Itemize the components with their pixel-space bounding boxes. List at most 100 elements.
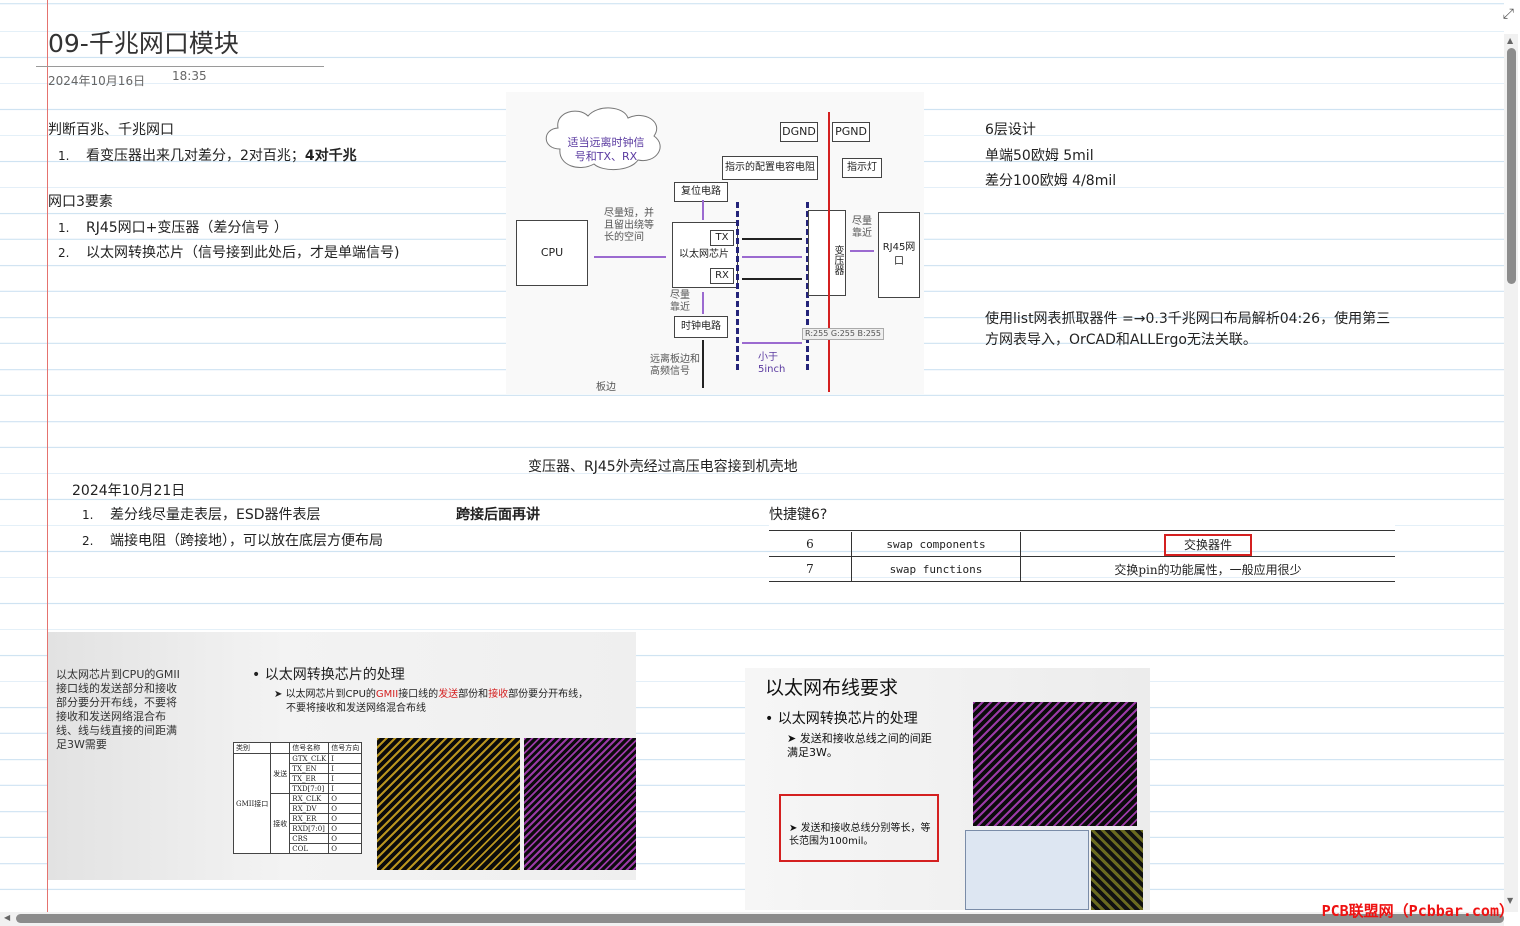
slide-sub-bullet: ➤ 发送和接收总线分别等长，等长范围为100mil。 [789,823,931,847]
sub-text: 发送和接收总线之间的间距满足3W。 [787,732,932,759]
scroll-up-arrow-icon[interactable]: ▲ [1507,36,1514,45]
row-command: swap components [851,532,1021,557]
row-description: 交换pin的功能属性，一般应用很少 [1020,556,1395,582]
rx-arrow [742,278,802,280]
slide-bullet-text: 以太网转换芯片的处理 [777,711,918,727]
title-divider [36,66,324,67]
signal-dir: O [328,833,363,844]
slide-left-note: 以太网芯片到CPU的GMII接口线的发送部分和接收部分要分开布线，不要将接收和发… [56,668,180,751]
slide-bullet: • 以太网转换芯片的处理 [765,711,918,727]
signal-name: CRS [289,833,330,844]
rj45-box: RJ45网口 [878,212,920,298]
section-heading-elements[interactable]: 网口3要素 [48,194,113,210]
scroll-left-arrow-icon[interactable]: ◀ [4,913,11,922]
list-number: 1. [58,221,70,235]
row-number: 7 [769,556,852,582]
shortcut-table[interactable]: 6 swap components 交换器件 7 swap functions … [769,532,1395,582]
sub-text: 部份和 [458,689,489,700]
note-layers[interactable]: 6层设计 [985,122,1036,138]
sub-text: 接口线的 [398,689,439,700]
sub-text: 以太网芯片到CPU的 [285,689,376,700]
list-text: 看变压器出来几对差分，2对百兆； [86,148,305,164]
list-number: 2. [58,246,70,260]
slide-sub-bullet: ➤ 发送和接收总线之间的间距满足3W。 [787,732,932,759]
pcb-routing-image-gold [377,738,520,870]
expand-icon[interactable]: ⤢ [1502,6,1514,22]
table-group-cell: GMII接口 [232,753,272,854]
signal-dir: I [328,753,363,764]
transformer-box: 变压器 [808,210,846,296]
signal-dir: O [328,823,363,834]
signal-name: GTX_CLK [289,753,330,764]
list-text: 差分线尽量走表层，ESD器件表层 [110,507,321,523]
list-item[interactable]: 1. RJ45网口+变压器（差分信号 ） [58,217,288,237]
scroll-down-arrow-icon[interactable]: ▼ [1507,896,1514,905]
cpu-box: CPU [516,220,588,286]
color-readout: R:255 G:255 B:255 [802,328,884,340]
table-header [270,742,291,754]
page-margin-line [47,0,48,912]
vertical-scroll-thumb[interactable] [1507,48,1516,284]
reset-arrow [702,200,704,220]
slide-sub-bullet: ➤ 以太网芯片到CPU的GMII接口线的发送部份和接收部份要分开布线，不要将接收… [274,689,589,714]
signal-name: RX_ER [289,813,330,824]
signal-dir: O [328,803,363,814]
note-netlist-1[interactable]: 使用list网表抓取器件 =→0.3千兆网口布局解析04:26，使用第三 [985,311,1391,327]
tool-dialog-screenshot [965,830,1089,910]
signal-name: TX_ER [289,773,330,784]
note-single-ended[interactable]: 单端50欧姆 5mil [985,148,1094,164]
pgnd-box: PGND [832,122,870,142]
table-row: 6 swap components 交换器件 [769,532,1395,557]
list-item[interactable]: 2.端接电阻（跨接地），可以放在底层方便布局 [82,530,383,550]
note-near-transformer: 尽量靠近 [852,216,872,239]
cloud-shape [545,107,661,170]
page-title[interactable]: 09-千兆网口模块 [48,29,239,58]
slide-gmii-routing[interactable]: 以太网芯片到CPU的GMII接口线的发送部分和接收部分要分开布线，不要将接收和发… [48,632,636,880]
list-item[interactable]: 1.看变压器出来几对差分，2对百兆；4对千兆 [58,145,357,165]
dgnd-box: DGND [780,122,818,142]
network-layout-diagram[interactable]: 适当远离时钟信号和TX、RX DGND PGND 指示的配置电容电阻 指示灯 复… [506,92,924,394]
shortcut-label[interactable]: 快捷键6? [769,507,828,523]
tx-arrow [742,238,802,240]
signal-name: RX_DV [289,803,330,814]
table-row: 7 swap functions 交换pin的功能属性，一般应用很少 [769,556,1395,582]
aside-note[interactable]: 跨接后面再讲 [456,507,540,523]
pcb-detail-image [1091,830,1143,910]
clock-arrow [702,292,704,314]
list-text: 以太网转换芯片（信号接到此处后，才是单端信号) [86,245,400,261]
signal-name: RX_CLK [289,793,330,804]
signal-dir: I [328,783,363,794]
list-bold-text: 4对千兆 [304,148,357,164]
caption-transformer-ground[interactable]: 变压器、RJ45外壳经过高压电容接到机壳地 [528,459,798,475]
cpu-phy-arrow [594,256,666,258]
slide-bullet-text: 以太网转换芯片的处理 [264,667,405,683]
note-netlist-2[interactable]: 方网表导入，OrCAD和ALLErgo无法关联。 [985,332,1257,348]
list-item[interactable]: 1.差分线尽量走表层，ESD器件表层 [82,504,321,524]
table-header: 信号方向 [328,742,363,754]
row-description: 交换器件 [1020,532,1395,557]
signal-name: TX_EN [289,763,330,774]
rx-pin-box: RX [710,268,734,284]
tx-pin-box: TX [710,230,734,246]
page-time: 18:35 [172,69,207,83]
mid-arrow [742,256,802,258]
slide-title: 以太网布线要求 [765,677,899,699]
indicator-box: 指示灯 [842,158,882,178]
section-heading-judge[interactable]: 判断百兆、千兆网口 [48,122,174,138]
reset-box: 复位电路 [674,182,728,202]
highlighted-description: 交换器件 [1163,533,1252,556]
board-edge-red-line [828,112,830,392]
horizontal-scroll-thumb[interactable] [16,914,1504,923]
table-header: 类别 [232,742,272,754]
list-text: 端接电阻（跨接地），可以放在底层方便布局 [110,533,383,549]
signal-name: RXD[7:0] [289,823,330,834]
note-differential[interactable]: 差分100欧姆 4/8mil [985,173,1117,189]
boundary-dashed-line [736,202,739,370]
section-date[interactable]: 2024年10月21日 [72,483,186,499]
slide-ethernet-routing[interactable]: 以太网布线要求 • 以太网转换芯片的处理 ➤ 发送和接收总线之间的间距满足3W。… [745,668,1150,910]
pcb-routing-image-purple [524,738,636,870]
watermark-text: PCB联盟网（Pcbbar.com） [1321,902,1514,920]
slide-bullet: • 以太网转换芯片的处理 [252,667,405,683]
list-text: RJ45网口+变压器（差分信号 ） [86,220,288,236]
list-item[interactable]: 2. 以太网转换芯片（信号接到此处后，才是单端信号) [58,242,399,262]
